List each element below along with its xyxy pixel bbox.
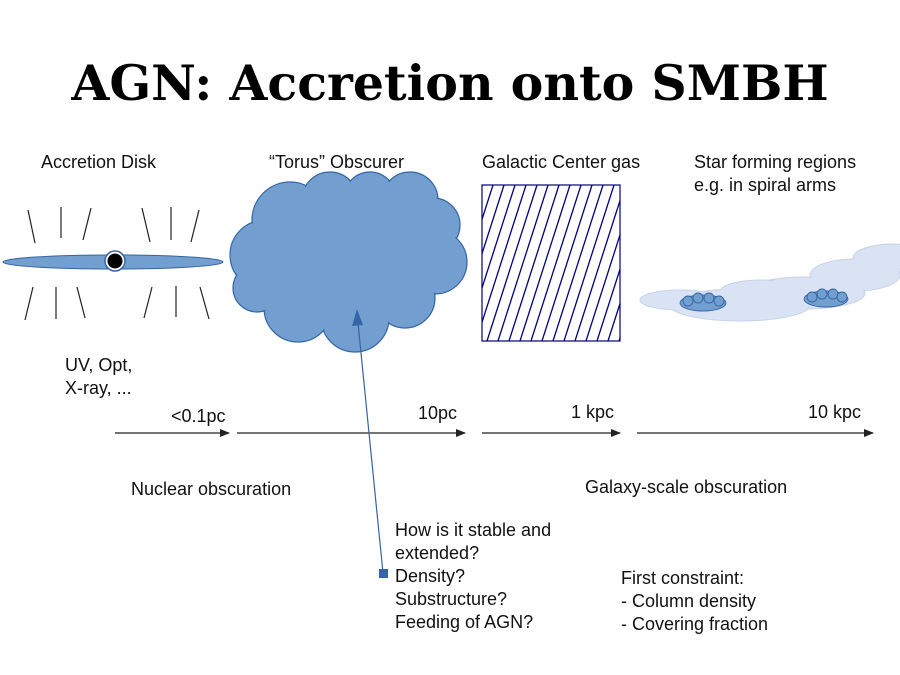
hatch-line xyxy=(574,198,620,341)
hatch-line xyxy=(482,185,505,256)
heading-star-forming-line-2: e.g. in spiral arms xyxy=(694,175,837,195)
callout-connector xyxy=(352,309,388,578)
nuclear-obscuration-label: Nuclear obscuration xyxy=(131,479,292,499)
question-line: Substructure? xyxy=(395,589,508,609)
slide-title: AGN: Accretion onto SMBH xyxy=(71,54,829,112)
hatch-line xyxy=(530,185,582,341)
constraint-line: - Column density xyxy=(621,591,757,611)
hatch-line xyxy=(497,185,549,341)
heading-accretion-disk: Accretion Disk xyxy=(41,152,157,172)
hatch-line xyxy=(482,185,516,291)
hatch-line xyxy=(486,185,538,341)
hatch-line xyxy=(508,185,560,341)
waveband-line-2: X-ray, ... xyxy=(65,378,132,398)
scale-label: 1 kpc xyxy=(571,402,615,422)
hatch-line xyxy=(519,185,571,341)
heading-torus-obscurer: “Torus” Obscurer xyxy=(269,152,405,172)
question-line: extended? xyxy=(395,543,480,563)
question-line: How is it stable and xyxy=(395,520,552,540)
hatch-line xyxy=(482,185,494,222)
scale-label: 10pc xyxy=(418,403,458,423)
question-line: Density? xyxy=(395,566,466,586)
constraint-line: First constraint: xyxy=(621,568,745,588)
hatch-line xyxy=(541,185,593,341)
hatch-line xyxy=(618,335,620,341)
hatch-line xyxy=(596,267,620,341)
hatch-line xyxy=(585,232,620,341)
torus-cloud xyxy=(229,171,468,353)
hatch-line xyxy=(552,185,604,341)
callout-anchor xyxy=(379,569,388,578)
galactic-center-box xyxy=(481,184,621,342)
spiral-galaxy xyxy=(639,243,900,322)
question-line: Feeding of AGN? xyxy=(395,612,534,632)
galaxy-obscuration-label: Galaxy-scale obscuration xyxy=(585,477,788,497)
constraint-line: - Covering fraction xyxy=(621,614,769,634)
star-forming-clump xyxy=(679,292,727,312)
scale-label: <0.1pc xyxy=(171,406,226,426)
hatch-line xyxy=(482,185,527,325)
waveband-line-1: UV, Opt, xyxy=(65,355,133,375)
emission-rays xyxy=(24,207,210,321)
scale-label: 10 kpc xyxy=(808,402,862,422)
accretion-disk-diagram xyxy=(2,207,224,321)
heading-star-forming-line-1: Star forming regions xyxy=(694,152,857,172)
heading-galactic-center-gas: Galactic Center gas xyxy=(482,152,641,172)
hatch-line xyxy=(607,301,620,341)
hatch-line xyxy=(563,185,615,341)
